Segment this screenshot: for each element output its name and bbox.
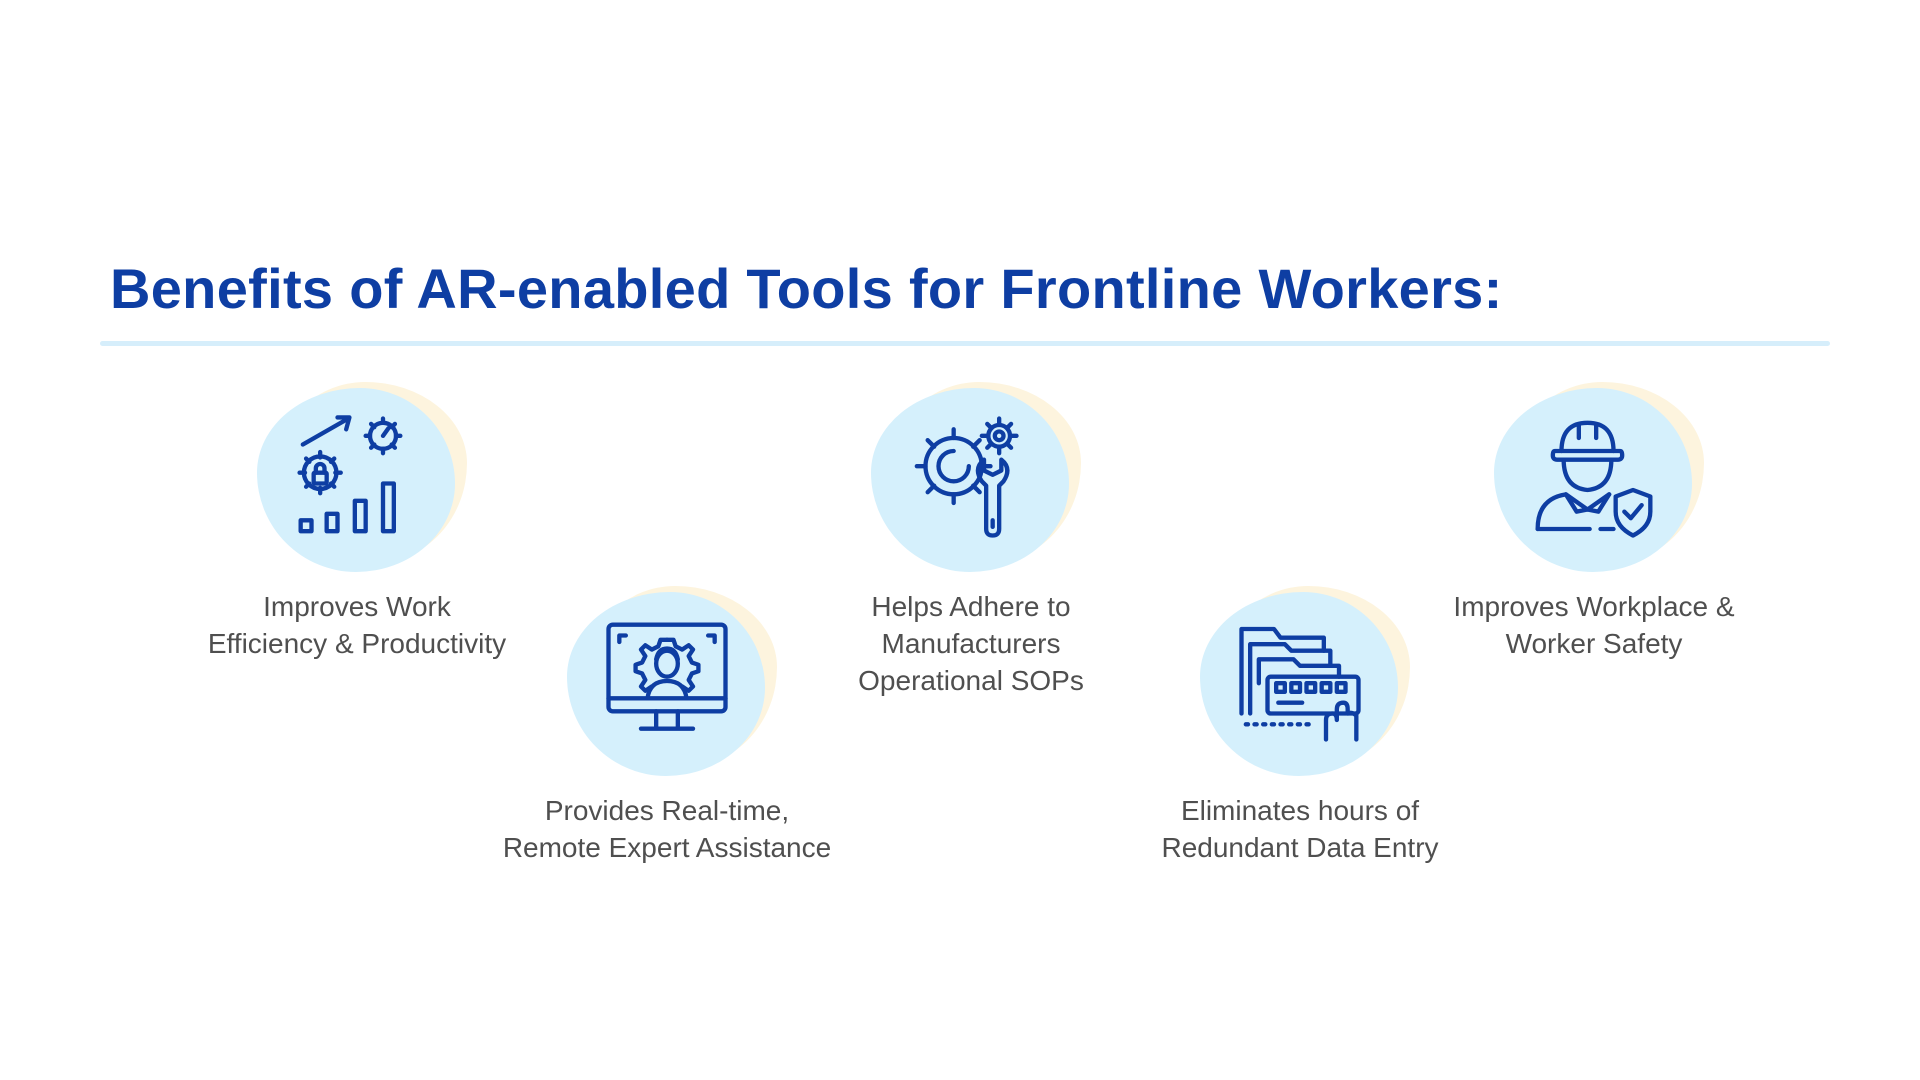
benefit-label: Eliminates hours of Redundant Data Entry	[1161, 795, 1439, 863]
worker-helmet-shield-icon	[1529, 412, 1659, 542]
benefit-label: Improves Work Efficiency & Productivity	[207, 591, 507, 659]
blob-background	[257, 388, 455, 572]
icon-badge	[871, 382, 1081, 574]
gear-wrench-sop-icon	[906, 412, 1036, 542]
folder-keyboard-data-entry-icon	[1235, 616, 1365, 746]
benefit-safety: Improves Workplace & Worker Safety	[1384, 382, 1804, 659]
benefit-remote-assistance: Provides Real-time, Remote Expert Assist…	[457, 586, 877, 863]
icon-badge	[1200, 586, 1410, 778]
icon-badge	[257, 382, 467, 574]
blob-background	[1494, 388, 1692, 572]
icon-badge	[1494, 382, 1704, 574]
blob-background	[871, 388, 1069, 572]
benefit-sop-adherence: Helps Adhere to Manufacturers Operationa…	[761, 382, 1181, 696]
title-divider	[100, 341, 1830, 346]
benefit-label: Provides Real-time, Remote Expert Assist…	[502, 795, 832, 863]
benefit-efficiency: Improves Work Efficiency & Productivity	[147, 382, 567, 659]
page-title: Benefits of AR-enabled Tools for Frontli…	[110, 257, 1503, 320]
benefit-data-entry: Eliminates hours of Redundant Data Entry	[1090, 586, 1510, 863]
productivity-gears-chart-icon	[292, 412, 422, 542]
benefit-label: Helps Adhere to Manufacturers Operationa…	[858, 591, 1084, 696]
icon-badge	[567, 586, 777, 778]
benefit-label: Improves Workplace & Worker Safety	[1453, 591, 1735, 659]
remote-expert-monitor-icon	[602, 616, 732, 746]
